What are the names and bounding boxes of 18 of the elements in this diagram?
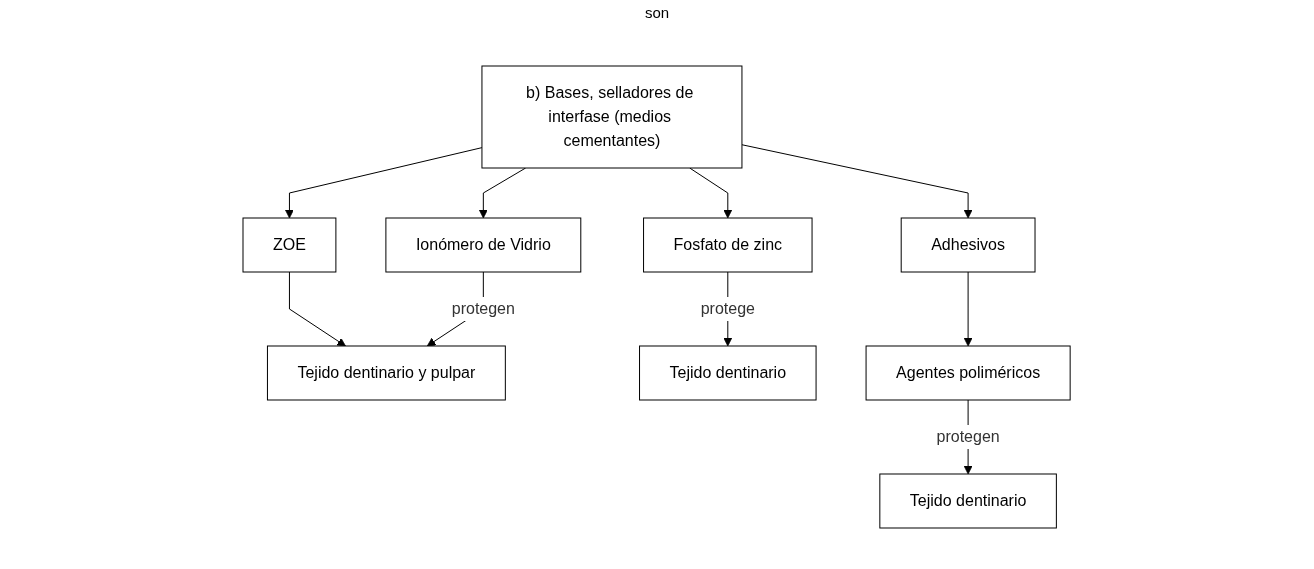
node-box: Agentes poliméricos [866,345,1072,401]
arrow [964,271,973,347]
node-box: b) Bases, selladores de interfase (medios cementantes) [481,65,743,169]
node-box: Ionómero de Vidrio [385,217,582,273]
node-box: Tejido dentinario [639,345,817,401]
node-box: Adhesivos [901,217,1036,273]
node-box: Tejido dentinario y pulpar [267,345,507,401]
node-box: Tejido dentinario [879,473,1058,529]
connector-caption: son [644,4,670,21]
arrow [741,144,973,219]
node-box: Fosfato de zinc [643,217,813,273]
arrow [289,271,347,347]
edge-label: protegen [936,428,1001,445]
node-box: ZOE [242,217,337,273]
arrow [285,147,483,219]
edge-label: protege [701,300,756,317]
edge-label: protegen [452,300,516,317]
arrow [689,167,733,219]
